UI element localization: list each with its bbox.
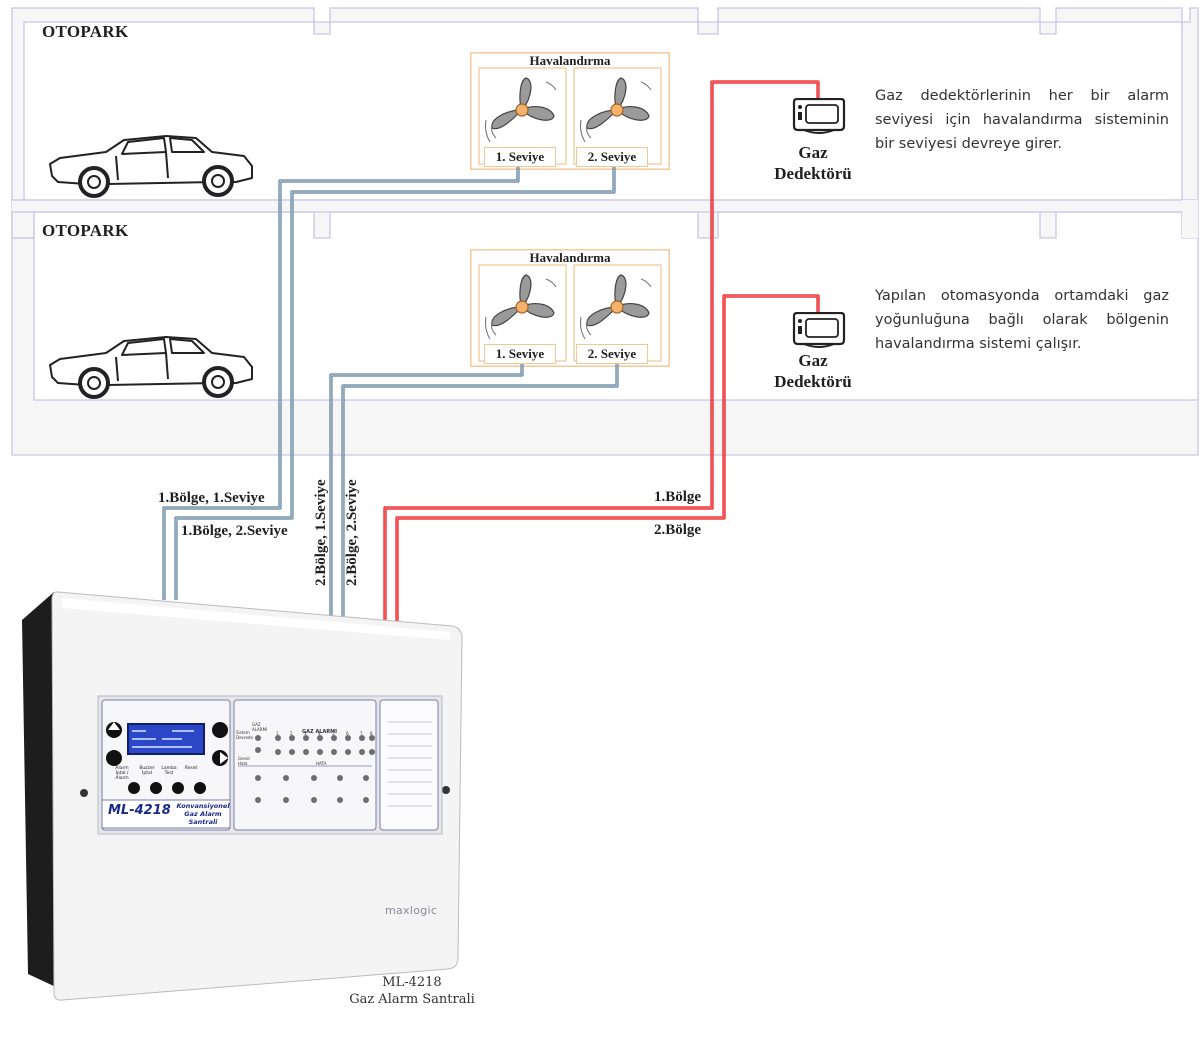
detector-label-1: Gaz Dedektörü [758,142,868,184]
panel-led-bottom: HATA [316,761,327,766]
wire-label-det2: 2.Bölge [654,522,702,538]
wire-label-z2-l1: 2.Bölge, 1.Seviye [313,479,329,586]
panel-led-left2: GAZ ALARMI [252,722,268,732]
detector-label-line2: Dedektörü [774,164,852,183]
panel-led-left1: Sistem Devrede [236,730,253,740]
caption-line1: ML-4218 [382,975,442,990]
level2-label-2: 2. Seviye [576,344,648,364]
gas-detector-icon-2 [792,312,846,348]
device-caption: ML-4218 Gaz Alarm Santrali [312,974,512,1008]
detector-label-line1: Gaz [798,351,828,370]
wire-det2 [395,294,820,626]
floor1-title: OTOPARK [42,22,129,41]
slab [12,200,1198,212]
btn-label-reset: Reset [184,766,198,771]
detector-label-line1: Gaz [798,143,828,162]
panel-led-left3: Genel Hata [238,756,250,766]
floor2-title: OTOPARK [42,221,129,240]
level1-label-2: 1. Seviye [484,344,556,364]
led-number: 2 [290,731,293,736]
btn-label-buzzer: Buzzer İptal [139,766,155,776]
panel-subtitle-line1: Konvansiyonel [176,802,230,810]
panel-led-header: GAZ ALARMI [302,729,337,735]
wire-label-z1-l2: 1.Bölge, 2.Seviye [181,523,288,539]
level1-label-1: 1. Seviye [484,147,556,167]
led-number: 6 [346,731,349,736]
panel-model-label: ML-4218 [108,803,171,818]
fan-icon [484,77,557,143]
detector-label-line2: Dedektörü [774,372,852,391]
ventilation-title-2: Havalandırma [529,250,611,265]
car-illustration-1 [49,135,253,198]
wire-det1 [383,80,820,626]
detector-label-2: Gaz Dedektörü [758,350,868,392]
panel-brand-logo: maxlogic [385,904,438,917]
panel-subtitle-line2: Gaz Alarm Santrali [184,810,222,826]
panel-subtitle: Konvansiyonel Gaz Alarm Santrali [170,802,236,826]
level2-label-1: 2. Seviye [576,147,648,167]
wire-label-det1: 1.Bölge [654,489,702,505]
control-panel-device [22,591,463,1001]
description-2: Yapılan otomasyonda ortamdaki gaz yoğunl… [875,288,1169,352]
led-number: 7 [360,731,363,736]
btn-label-lamp: Lamba Test [161,766,177,776]
led-number: 3 [304,731,307,736]
fan-icon [579,77,652,143]
wire-label-z1-l1: 1.Bölge, 1.Seviye [158,490,265,506]
fan-icon [484,274,557,340]
car-illustration-2 [49,336,253,399]
wire-label-z2-l2: 2.Bölge, 2.Seviye [344,479,360,586]
btn-label-alarm: Alarm İptal / Alarm [115,766,129,781]
caption-line2: Gaz Alarm Santrali [349,992,475,1007]
led-number: 4 [318,731,321,736]
led-number: 1 [276,731,279,736]
led-number: 8 [370,731,373,736]
fan-icon [579,274,652,340]
gas-detector-icon-1 [792,98,846,134]
ventilation-title-1: Havalandırma [529,53,611,68]
led-number: 5 [332,731,335,736]
description-1: Gaz dedektörlerinin her bir alarm seviye… [875,88,1169,152]
